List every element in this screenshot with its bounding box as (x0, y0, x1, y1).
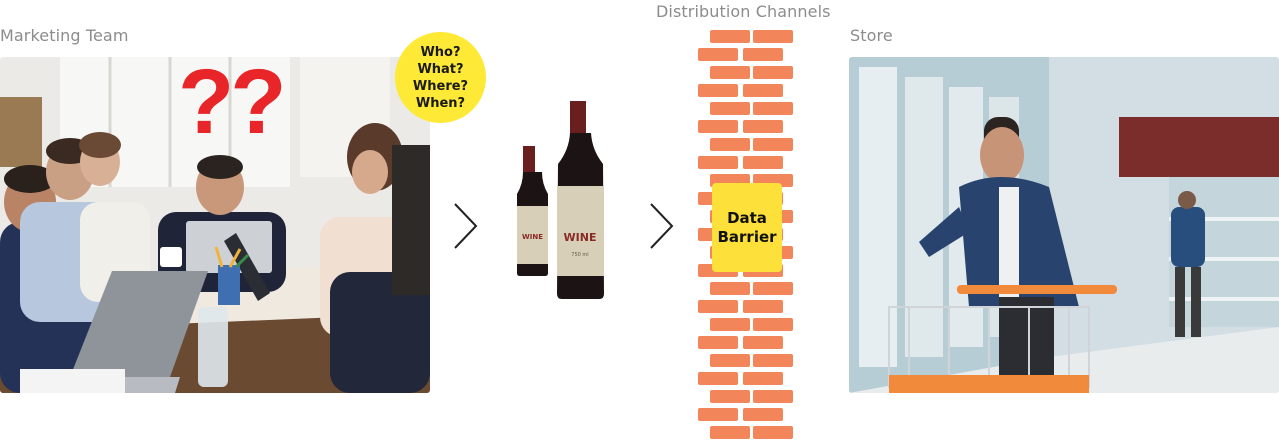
brick (710, 390, 750, 403)
brick (698, 156, 738, 169)
brick (710, 282, 750, 295)
brick (743, 156, 783, 169)
store-illustration (849, 57, 1279, 393)
brick (710, 66, 750, 79)
marketing-team-photo (0, 57, 430, 393)
brick (710, 354, 750, 367)
barrier-line-data: Data (727, 208, 767, 227)
chevron-right-icon (454, 203, 478, 249)
brick (743, 336, 783, 349)
small-bottle-label-text: WINE (522, 233, 543, 241)
question-marks: ?? (178, 51, 286, 153)
large-bottle-volume-text: 750 ml (571, 252, 588, 258)
brick (743, 84, 783, 97)
large-wine-bottle: WINE 750 ml (557, 101, 604, 299)
brick (698, 408, 738, 421)
brick (710, 30, 750, 43)
bubble-line-when: When? (415, 95, 466, 111)
brick (743, 408, 783, 421)
bubble-line-where: Where? (412, 78, 469, 94)
brick (743, 48, 783, 61)
brick (753, 66, 793, 79)
brick (753, 426, 793, 439)
brick (753, 354, 793, 367)
large-bottle-label-text: WINE (564, 231, 597, 244)
brick (710, 138, 750, 151)
store-label: Store (850, 26, 893, 45)
marketing-team-label: Marketing Team (0, 26, 129, 45)
brick (698, 120, 738, 133)
brick (698, 372, 738, 385)
brick (753, 30, 793, 43)
barrier-line-barrier: Barrier (717, 227, 777, 246)
data-barrier: Data Barrier (712, 183, 782, 272)
distribution-channels-label: Distribution Channels (656, 2, 831, 21)
brick (753, 282, 793, 295)
brick (698, 84, 738, 97)
meeting-illustration (0, 57, 430, 393)
brick (753, 318, 793, 331)
brick (698, 300, 738, 313)
brick (710, 102, 750, 115)
brick (698, 336, 738, 349)
brick (753, 390, 793, 403)
brick (710, 318, 750, 331)
brick (743, 120, 783, 133)
bubble-line-who: Who? (420, 44, 461, 60)
questions-bubble: Who? What? Where? When? (395, 32, 486, 123)
small-wine-bottle: WINE (517, 146, 548, 276)
wine-bottles: WINE WINE 750 ml (517, 101, 604, 299)
bubble-line-what: What? (417, 61, 464, 77)
brick (743, 372, 783, 385)
brick (743, 300, 783, 313)
brick (698, 48, 738, 61)
brick (753, 102, 793, 115)
brick (710, 426, 750, 439)
chevron-right-icon (650, 203, 674, 249)
brick (753, 138, 793, 151)
store-photo (849, 57, 1279, 393)
